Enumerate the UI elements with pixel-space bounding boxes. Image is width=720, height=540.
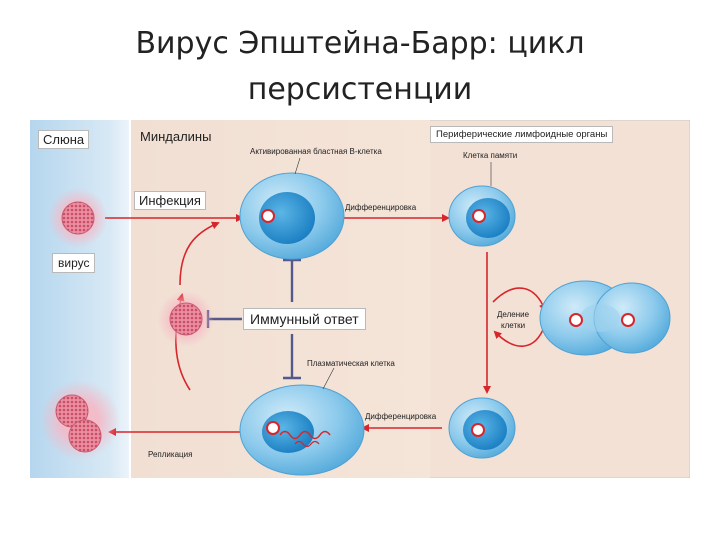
label-activated-b-cell: Активированная бластная В-клетка	[250, 147, 382, 156]
label-plasma-cell: Плазматическая клетка	[307, 359, 395, 368]
diagram-graphics	[30, 120, 690, 478]
inhibitor-to-plasma-cell	[283, 334, 301, 380]
title-line-1: Вирус Эпштейна-Барр: цикл	[135, 26, 585, 61]
leader-activated-b	[294, 157, 301, 175]
label-division-line-2: клетки	[501, 321, 526, 330]
label-memory-cell: Клетка памяти	[463, 151, 518, 160]
lower-memory-cell	[448, 397, 516, 459]
division-arrow-back	[493, 324, 546, 347]
virion-tonsil	[158, 291, 214, 347]
activated-b-cell	[239, 172, 345, 260]
region-label-saliva: Слюна	[38, 130, 90, 149]
reinfection-arrow	[179, 221, 220, 286]
region-label-tonsils: Миндалины	[140, 129, 212, 144]
label-infection: Инфекция	[134, 191, 206, 210]
persistence-cycle-diagram: Слюна Миндалины Периферические лимфоидны…	[30, 120, 690, 478]
label-differentiation-top: Дифференцировка	[345, 203, 417, 212]
plasma-cell	[239, 384, 365, 476]
title-line-2: персистенции	[247, 72, 473, 107]
label-division-line-1: Деление	[497, 310, 530, 319]
region-label-peripheral: Периферические лимфоидные органы	[430, 126, 614, 143]
memory-b-cell	[448, 185, 516, 247]
leader-plasma-cell	[322, 367, 335, 390]
virion-saliva	[48, 188, 108, 248]
virion-released	[40, 380, 120, 460]
label-replication: Репликация	[148, 450, 193, 459]
dividing-cell	[539, 280, 671, 356]
label-differentiation-bottom: Дифференцировка	[365, 412, 437, 421]
label-virus: вирус	[52, 253, 96, 273]
label-immune-response: Иммунный ответ	[243, 308, 366, 330]
inhibitor-to-activated-cell	[283, 258, 301, 302]
division-arrow-out	[492, 287, 547, 312]
